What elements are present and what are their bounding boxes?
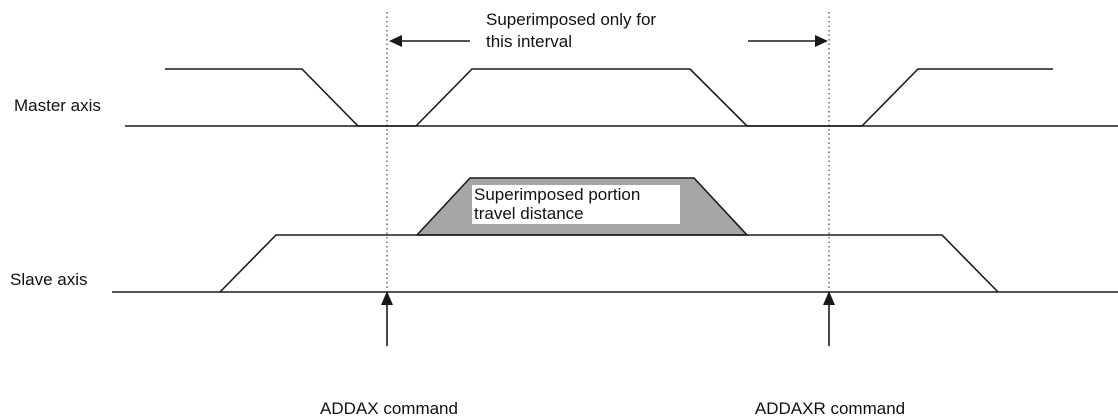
addax-command-label: ADDAX command (320, 399, 458, 418)
interval-label-line2: this interval (486, 32, 572, 51)
addaxr-command-arrow (823, 291, 835, 346)
interval-left-arrow (389, 35, 470, 47)
slave-axis-label: Slave axis (10, 270, 87, 289)
addax-command-arrow (381, 291, 393, 346)
master-axis-profile (165, 68, 1053, 127)
superimposed-portion-label-box (472, 185, 680, 224)
slave-axis-profile (219, 234, 999, 293)
addaxr-command-label: ADDAXR command (755, 399, 905, 418)
superimposed-portion-label-line1: Superimposed portion (474, 185, 640, 204)
interval-right-arrow (748, 35, 828, 47)
interval-label-line1: Superimposed only for (486, 10, 656, 29)
master-axis-label: Master axis (14, 96, 101, 115)
superimposed-portion-label-line2: travel distance (474, 204, 584, 223)
